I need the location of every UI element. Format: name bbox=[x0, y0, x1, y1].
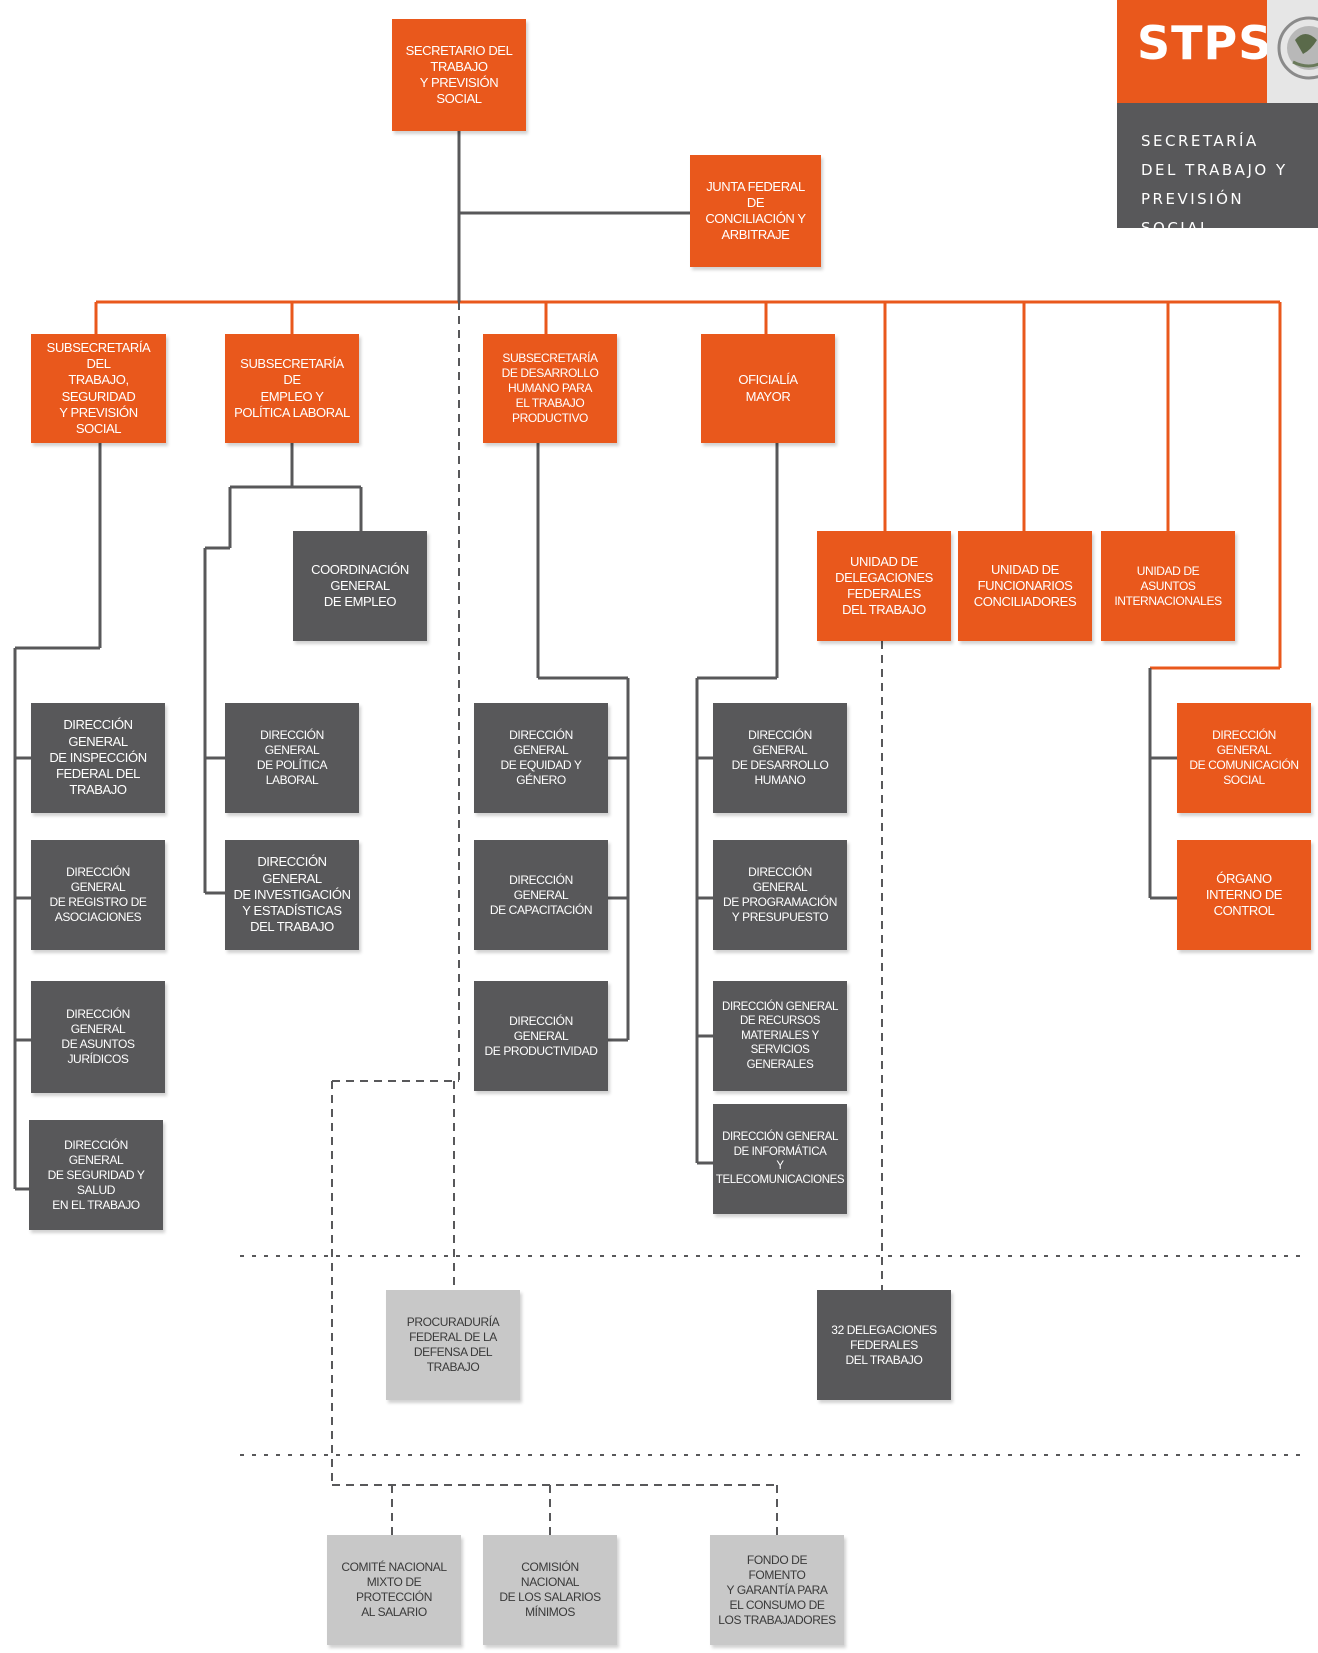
node-dg-inspeccion: DIRECCIÓN GENERAL DE INSPECCIÓN FEDERAL … bbox=[31, 703, 165, 813]
logo-gray-panel: SECRETARÍA DEL TRABAJO Y PREVISIÓN SOCIA… bbox=[1117, 103, 1318, 237]
node-dg-desarrollo-humano: DIRECCIÓN GENERAL DE DESARROLLO HUMANO bbox=[713, 703, 847, 813]
stps-logo: STPS SECRETARÍA DEL TRABAJO Y PREVISIÓN … bbox=[1117, 0, 1318, 237]
node-dg-recursos: DIRECCIÓN GENERAL DE RECURSOS MATERIALES… bbox=[713, 981, 847, 1091]
node-32-delegaciones: 32 DELEGACIONES FEDERALES DEL TRABAJO bbox=[817, 1290, 951, 1400]
node-dg-productividad: DIRECCIÓN GENERAL DE PRODUCTIVIDAD bbox=[474, 981, 608, 1091]
node-dg-seguridad: DIRECCIÓN GENERAL DE SEGURIDAD Y SALUD E… bbox=[29, 1120, 163, 1230]
node-subsecretaria-empleo: SUBSECRETARÍA DE EMPLEO Y POLÍTICA LABOR… bbox=[225, 334, 359, 443]
node-oficialia-mayor: OFICIALÍA MAYOR bbox=[701, 334, 835, 443]
node-unidad-asuntos: UNIDAD DE ASUNTOS INTERNACIONALES bbox=[1101, 531, 1235, 641]
node-organo-control: ÓRGANO INTERNO DE CONTROL bbox=[1177, 840, 1311, 950]
node-fondo-fomento: FONDO DE FOMENTO Y GARANTÍA PARA EL CONS… bbox=[710, 1535, 844, 1645]
node-dg-comunicacion: DIRECCIÓN GENERAL DE COMUNICACIÓN SOCIAL bbox=[1177, 703, 1311, 813]
node-dg-registro: DIRECCIÓN GENERAL DE REGISTRO DE ASOCIAC… bbox=[31, 840, 165, 950]
node-comite-mixto: COMITÉ NACIONAL MIXTO DE PROTECCIÓN AL S… bbox=[327, 1535, 461, 1645]
node-procuraduria: PROCURADURÍA FEDERAL DE LA DEFENSA DEL T… bbox=[386, 1290, 520, 1400]
node-coordinacion-empleo: COORDINACIÓN GENERAL DE EMPLEO bbox=[293, 531, 427, 641]
node-comision-salarios: COMISIÓN NACIONAL DE LOS SALARIOS MÍNIMO… bbox=[483, 1535, 617, 1645]
node-dg-equidad: DIRECCIÓN GENERAL DE EQUIDAD Y GÉNERO bbox=[474, 703, 608, 813]
node-dg-politica: DIRECCIÓN GENERAL DE POLÍTICA LABORAL bbox=[225, 703, 359, 813]
node-dg-capacitacion: DIRECCIÓN GENERAL DE CAPACITACIÓN bbox=[474, 840, 608, 950]
logo-orange-panel: STPS bbox=[1117, 0, 1271, 103]
node-dg-investigacion: DIRECCIÓN GENERAL DE INVESTIGACIÓN Y EST… bbox=[225, 840, 359, 950]
mexican-coat-of-arms-icon bbox=[1267, 0, 1318, 103]
logo-abbr: STPS bbox=[1137, 16, 1273, 70]
node-dg-juridicos: DIRECCIÓN GENERAL DE ASUNTOS JURÍDICOS bbox=[31, 981, 165, 1093]
node-secretario: SECRETARIO DEL TRABAJO Y PREVISIÓN SOCIA… bbox=[392, 19, 526, 131]
node-unidad-delegaciones: UNIDAD DE DELEGACIONES FEDERALES DEL TRA… bbox=[817, 531, 951, 641]
node-junta-federal: JUNTA FEDERAL DE CONCILIACIÓN Y ARBITRAJ… bbox=[690, 155, 821, 267]
node-subsecretaria-trabajo: SUBSECRETARÍA DEL TRABAJO, SEGURIDAD Y P… bbox=[31, 334, 166, 443]
node-dg-informatica: DIRECCIÓN GENERAL DE INFORMÁTICA Y TELEC… bbox=[713, 1104, 847, 1214]
node-dg-programacion: DIRECCIÓN GENERAL DE PROGRAMACIÓN Y PRES… bbox=[713, 840, 847, 950]
logo-subtitle: SECRETARÍA DEL TRABAJO Y PREVISIÓN SOCIA… bbox=[1141, 132, 1288, 237]
node-unidad-funcionarios: UNIDAD DE FUNCIONARIOS CONCILIADORES bbox=[958, 531, 1092, 641]
node-subsecretaria-desarrollo: SUBSECRETARÍA DE DESARROLLO HUMANO PARA … bbox=[483, 334, 617, 443]
